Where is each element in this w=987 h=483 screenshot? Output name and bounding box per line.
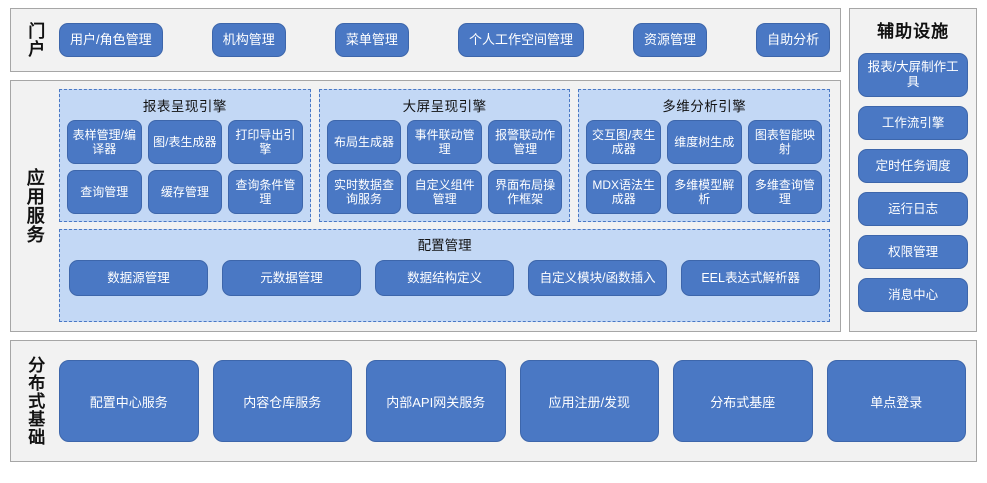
cell-cache-management[interactable]: 缓存管理	[147, 170, 223, 214]
config-item-metadata[interactable]: 元数据管理	[222, 260, 362, 296]
portal-item-user-role[interactable]: 用户/角色管理	[59, 23, 163, 57]
cell-query-management[interactable]: 查询管理	[67, 170, 142, 214]
aux-item-runtime-log[interactable]: 运行日志	[858, 192, 968, 226]
aux-item-permission-management[interactable]: 权限管理	[858, 235, 968, 269]
aux-item-message-center[interactable]: 消息中心	[858, 278, 968, 312]
application-services-panel: 应用服务 报表呈现引擎 表样管理/编译器 图/表生成器 打印导出引擎 查询管理 …	[10, 80, 842, 332]
aux-item-scheduled-task[interactable]: 定时任务调度	[858, 149, 968, 183]
portal-item-workspace[interactable]: 个人工作空间管理	[457, 23, 584, 57]
application-services-body: 报表呈现引擎 表样管理/编译器 图/表生成器 打印导出引擎 查询管理 缓存管理 …	[57, 81, 840, 331]
portal-item-self-service[interactable]: 自助分析	[756, 23, 831, 57]
config-item-datasource[interactable]: 数据源管理	[69, 260, 209, 296]
dist-item-app-registry-discovery[interactable]: 应用注册/发现	[519, 360, 659, 442]
cell-interactive-chart-generator[interactable]: 交互图/表生成器	[586, 120, 661, 164]
config-item-data-structure[interactable]: 数据结构定义	[375, 260, 515, 296]
dist-item-distributed-base[interactable]: 分布式基座	[673, 360, 813, 442]
report-engine-grid: 表样管理/编译器 图/表生成器 打印导出引擎 查询管理 缓存管理 查询条件管理	[67, 120, 303, 214]
multidim-engine-grid: 交互图/表生成器 维度树生成 图表智能映射 MDX语法生成器 多维模型解析 多维…	[586, 120, 823, 214]
aux-facilities-panel: 辅助设施 报表/大屏制作工具 工作流引擎 定时任务调度 运行日志 权限管理 消息…	[849, 8, 977, 332]
distributed-foundation-items: 配置中心服务 内容仓库服务 内部API网关服务 应用注册/发现 分布式基座 单点…	[57, 341, 976, 461]
portal-panel: 门户 用户/角色管理 机构管理 菜单管理 个人工作空间管理 资源管理 自助分析	[10, 8, 842, 72]
config-item-eel-parser[interactable]: EEL表达式解析器	[681, 260, 821, 296]
portal-label: 门户	[25, 22, 45, 58]
cell-chart-table-generator[interactable]: 图/表生成器	[147, 120, 223, 164]
aux-item-workflow-engine[interactable]: 工作流引擎	[858, 106, 968, 140]
dist-item-config-center[interactable]: 配置中心服务	[59, 360, 199, 442]
cell-chart-smart-mapping[interactable]: 图表智能映射	[747, 120, 823, 164]
cell-mdx-syntax-generator[interactable]: MDX语法生成器	[586, 170, 661, 214]
portal-items: 用户/角色管理 机构管理 菜单管理 个人工作空间管理 资源管理 自助分析	[57, 9, 840, 71]
application-services-label: 应用服务	[24, 168, 45, 244]
distributed-foundation-label: 分布式基础	[25, 356, 45, 446]
bigscreen-engine-title: 大屏呈现引擎	[402, 99, 487, 114]
left-column: 门户 用户/角色管理 机构管理 菜单管理 个人工作空间管理 资源管理 自助分析 …	[10, 8, 842, 332]
cell-alarm-action-management[interactable]: 报警联动作管理	[487, 120, 563, 164]
cell-report-template-compiler[interactable]: 表样管理/编译器	[67, 120, 142, 164]
engines-row: 报表呈现引擎 表样管理/编译器 图/表生成器 打印导出引擎 查询管理 缓存管理 …	[59, 89, 831, 222]
cell-ui-layout-framework[interactable]: 界面布局操作框架	[487, 170, 563, 214]
top-section: 门户 用户/角色管理 机构管理 菜单管理 个人工作空间管理 资源管理 自助分析 …	[10, 8, 977, 332]
cell-event-linkage-management[interactable]: 事件联动管理	[407, 120, 482, 164]
report-engine-group: 报表呈现引擎 表样管理/编译器 图/表生成器 打印导出引擎 查询管理 缓存管理 …	[59, 89, 311, 222]
cell-multidim-model-parsing[interactable]: 多维模型解析	[667, 170, 742, 214]
bigscreen-engine-grid: 布局生成器 事件联动管理 报警联动作管理 实时数据查询服务 自定义组件管理 界面…	[326, 120, 563, 214]
aux-facilities-title: 辅助设施	[877, 22, 950, 41]
portal-item-resource[interactable]: 资源管理	[633, 23, 708, 57]
config-management-group: 配置管理 数据源管理 元数据管理 数据结构定义 自定义模块/函数插入 EEL表达…	[59, 229, 831, 322]
aux-item-report-bigscreen-tool[interactable]: 报表/大屏制作工具	[858, 53, 968, 97]
multidim-engine-title: 多维分析引擎	[662, 99, 747, 114]
dist-item-sso[interactable]: 单点登录	[826, 360, 966, 442]
cell-custom-component-management[interactable]: 自定义组件管理	[407, 170, 482, 214]
dist-item-content-repository[interactable]: 内容仓库服务	[212, 360, 352, 442]
dist-item-internal-api-gateway[interactable]: 内部API网关服务	[366, 360, 506, 442]
cell-print-export-engine[interactable]: 打印导出引擎	[228, 120, 303, 164]
multidim-engine-group: 多维分析引擎 交互图/表生成器 维度树生成 图表智能映射 MDX语法生成器 多维…	[578, 89, 831, 222]
cell-realtime-data-query-service[interactable]: 实时数据查询服务	[326, 170, 402, 214]
config-item-custom-module[interactable]: 自定义模块/函数插入	[528, 260, 668, 296]
portal-item-menu[interactable]: 菜单管理	[334, 23, 409, 57]
cell-query-condition-management[interactable]: 查询条件管理	[228, 170, 303, 214]
config-management-title: 配置管理	[417, 238, 472, 253]
cell-multidim-query-management[interactable]: 多维查询管理	[747, 170, 823, 214]
report-engine-title: 报表呈现引擎	[142, 99, 227, 114]
portal-item-org[interactable]: 机构管理	[211, 23, 286, 57]
config-management-row: 数据源管理 元数据管理 数据结构定义 自定义模块/函数插入 EEL表达式解析器	[69, 260, 821, 296]
cell-dimension-tree-generation[interactable]: 维度树生成	[667, 120, 742, 164]
distributed-foundation-panel: 分布式基础 配置中心服务 内容仓库服务 内部API网关服务 应用注册/发现 分布…	[10, 340, 977, 462]
bigscreen-engine-group: 大屏呈现引擎 布局生成器 事件联动管理 报警联动作管理 实时数据查询服务 自定义…	[318, 89, 571, 222]
cell-layout-generator[interactable]: 布局生成器	[326, 120, 402, 164]
